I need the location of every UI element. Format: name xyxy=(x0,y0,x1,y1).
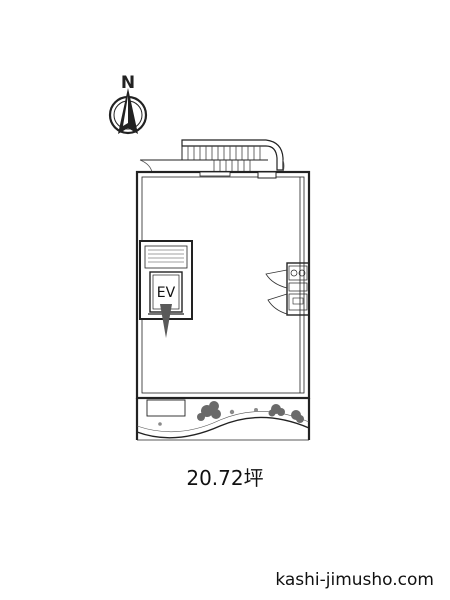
compass-icon: N xyxy=(108,73,148,135)
elevator-label: EV xyxy=(157,285,176,301)
tree-icon xyxy=(197,401,221,421)
floor-area-label: 20.72坪 xyxy=(186,466,264,490)
site-watermark: kashi-jimusho.com xyxy=(275,570,434,590)
tree-icon xyxy=(268,404,285,417)
terrace-garden xyxy=(136,397,310,441)
balcony-stair xyxy=(139,139,285,173)
pantry-door xyxy=(265,269,288,315)
shrub-icon xyxy=(158,408,258,426)
compass-north-label: N xyxy=(121,73,135,93)
tree-icon xyxy=(291,410,304,423)
entrance-arrow-icon xyxy=(160,304,172,338)
kitchenette xyxy=(286,262,310,316)
